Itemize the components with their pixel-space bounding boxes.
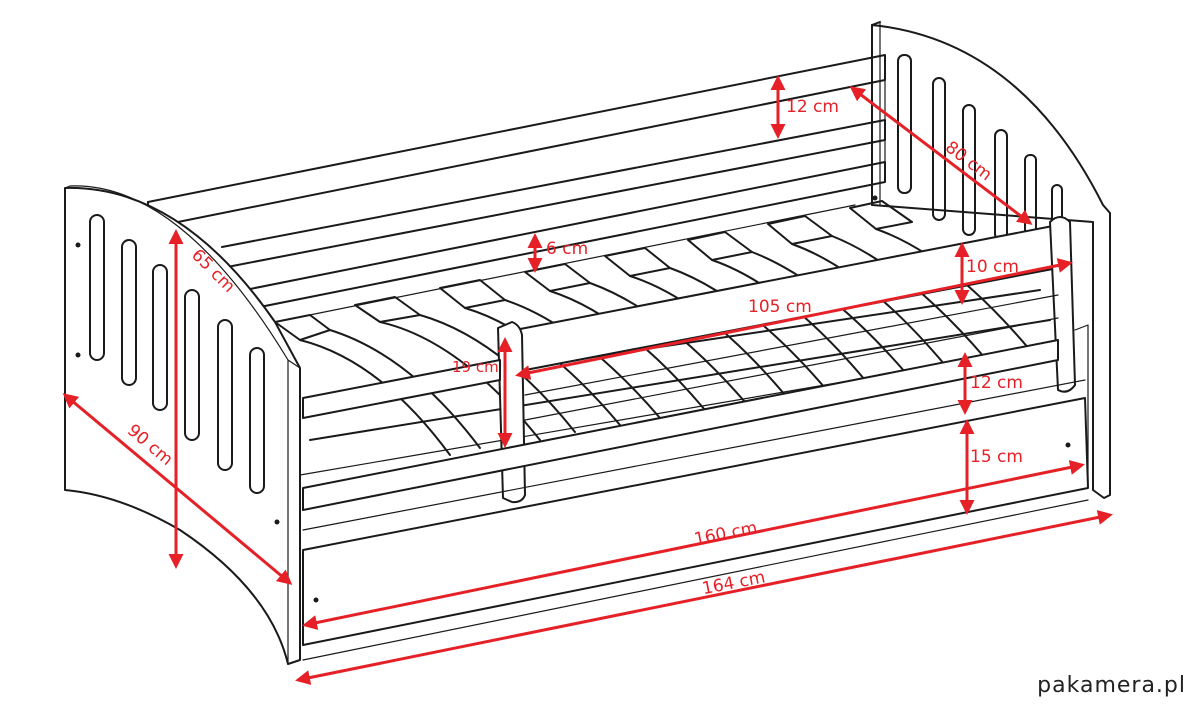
label-guard-height: 10 cm: [966, 257, 1019, 277]
dimension-lines: [62, 75, 1113, 685]
label-drawer-height: 15 cm: [970, 447, 1023, 467]
label-front-rail: 12 cm: [970, 373, 1023, 393]
watermark-logo: pakamera.pl: [1037, 673, 1186, 698]
dim-inner-width: [849, 86, 1033, 225]
dim-guard-length: [515, 258, 1073, 380]
label-total-length: 164 cm: [701, 567, 767, 599]
drawer-front: [302, 397, 1089, 646]
label-guard-drop: 19 cm: [452, 358, 499, 376]
dim-total-length: [295, 510, 1113, 685]
label-guard-length: 105 cm: [748, 297, 812, 317]
guard-post-right: [1049, 216, 1076, 393]
label-slat-gap: 6 cm: [546, 239, 588, 259]
guard-post-left: [497, 321, 526, 504]
label-head-rail: 12 cm: [786, 97, 839, 117]
